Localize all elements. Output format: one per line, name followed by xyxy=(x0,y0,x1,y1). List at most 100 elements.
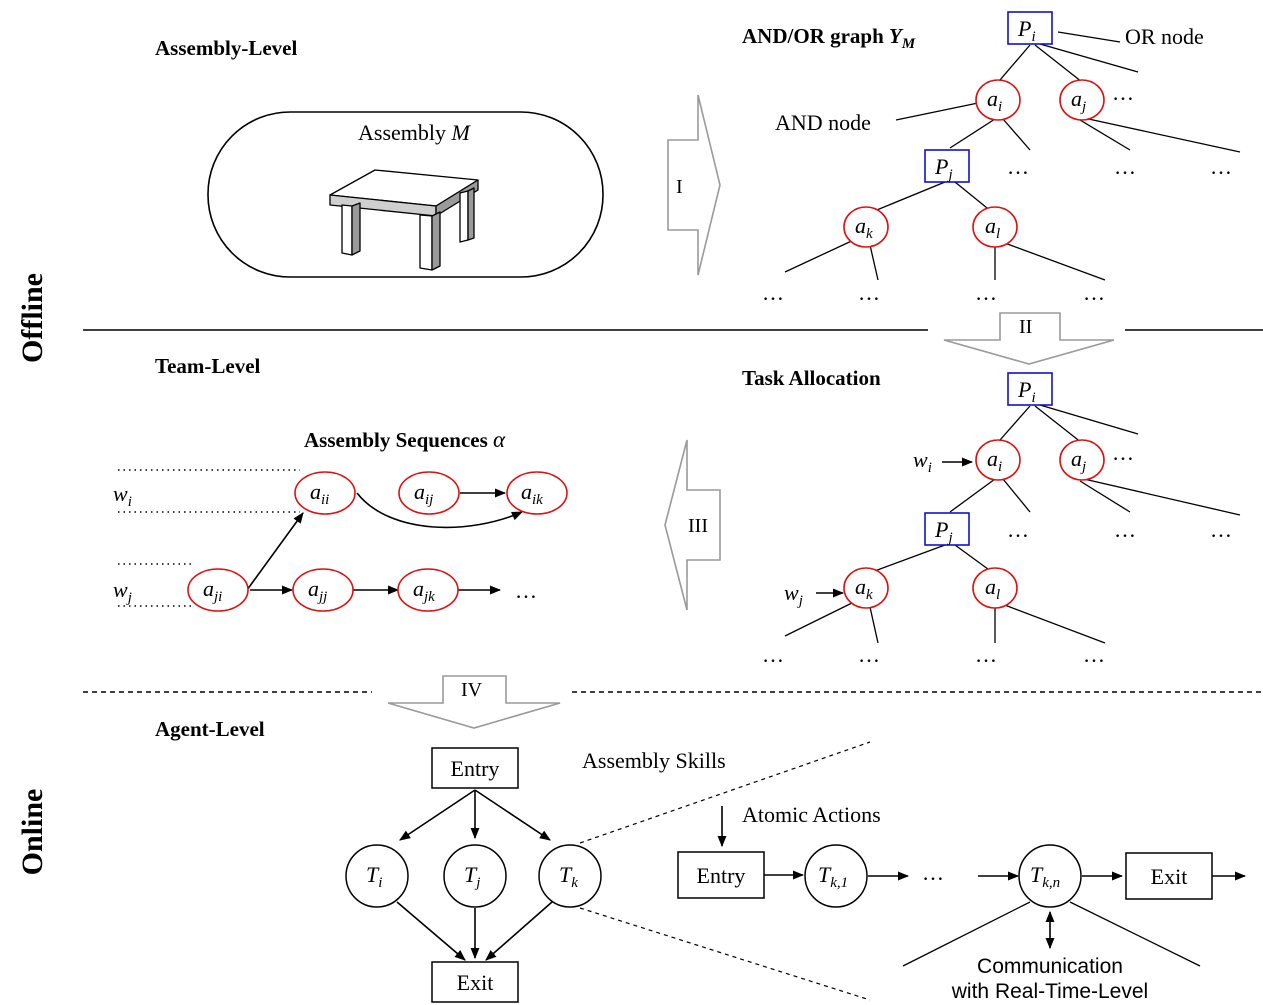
sequence-node-aii-label: aii xyxy=(310,479,329,508)
sequence-node-aik-label: aik xyxy=(521,479,543,508)
step-arrow-iii xyxy=(664,439,721,611)
andor-title: AND/OR graph YM xyxy=(742,24,916,52)
or-node-pi xyxy=(1007,11,1053,45)
ellipsis: … xyxy=(975,642,997,667)
chain-entry-box xyxy=(677,851,765,899)
task-allocation-title: Task Allocation xyxy=(742,366,881,390)
allocation-graph-edges xyxy=(784,404,1241,644)
chain-entry-label: Entry xyxy=(697,863,746,888)
ellipsis: … xyxy=(1112,80,1134,105)
ellipsis: … xyxy=(1210,517,1232,542)
chain-ellipsis: … xyxy=(922,860,944,885)
sequence-dotted-lines xyxy=(118,469,300,607)
sequence-node-ajk xyxy=(397,568,459,612)
and-node-ak xyxy=(843,206,889,248)
chain-node-tkn xyxy=(1018,844,1082,908)
step-arrow-i xyxy=(667,94,721,276)
step-iv-label: IV xyxy=(461,679,483,701)
online-label: Online xyxy=(16,789,49,876)
ellipsis: … xyxy=(858,642,880,667)
chain-node-tk1 xyxy=(804,844,868,908)
task-node-tj-label: Tj xyxy=(464,862,480,891)
and-node-ak xyxy=(843,567,889,609)
or-node-pj-label: Pj xyxy=(934,154,953,183)
comm-fan-right xyxy=(1069,901,1201,967)
sequence-edge-aii-aik xyxy=(356,492,524,529)
sequence-node-ajk-label: ajk xyxy=(413,576,435,605)
and-node-ai xyxy=(975,439,1021,481)
and-node-aj-label: aj xyxy=(1071,86,1086,115)
or-node-annotation: OR node xyxy=(1125,24,1204,49)
agent-edge-entry-tk xyxy=(474,789,551,841)
and-node-ai-label: ai xyxy=(987,86,1002,115)
and-node-ai xyxy=(975,79,1021,121)
ellipsis: … xyxy=(1083,280,1105,305)
or-node-pj xyxy=(924,149,970,183)
agent-edge-tk-exit xyxy=(485,901,553,961)
assembly-label: Assembly M xyxy=(358,120,472,145)
and-node-ai-label: ai xyxy=(987,446,1002,475)
team-level-heading: Team-Level xyxy=(155,354,261,378)
ellipsis: … xyxy=(975,280,997,305)
and-node-aj xyxy=(1059,79,1105,121)
sequence-node-aij xyxy=(398,471,460,515)
ellipsis: … xyxy=(1112,440,1134,465)
ellipsis: … xyxy=(1210,154,1232,179)
table-icon xyxy=(329,169,479,271)
agent-entry-box xyxy=(431,747,519,789)
step-iii-label: III xyxy=(688,515,708,537)
comm-fan-left xyxy=(902,901,1031,967)
task-node-ti-label: Ti xyxy=(366,862,382,891)
communication-label-line1: Communication xyxy=(977,955,1123,978)
agent-exit-label: Exit xyxy=(457,970,494,995)
offline-label: Offline xyxy=(16,273,49,363)
ellipsis: … xyxy=(1007,517,1029,542)
sequence-ellipsis: … xyxy=(515,578,537,603)
agent-edge-ti-exit xyxy=(396,901,466,961)
and-node-aj xyxy=(1059,439,1105,481)
sequence-edge-aji-aii xyxy=(246,512,304,591)
sequence-node-aij-label: aij xyxy=(414,479,433,508)
sequence-node-ajj xyxy=(292,568,354,612)
ellipsis: … xyxy=(1083,642,1105,667)
chain-node-tkn-label: Tk,n xyxy=(1030,862,1060,891)
assembly-skills-label: Assembly Skills xyxy=(582,748,726,773)
step-arrow-ii xyxy=(943,312,1115,365)
sequence-node-aji xyxy=(187,568,249,612)
or-node-pi xyxy=(1007,372,1053,406)
and-node-al-label: al xyxy=(985,574,1000,603)
and-node-al xyxy=(972,567,1018,609)
chain-exit-box xyxy=(1125,852,1213,900)
worker-wi-label: wi xyxy=(913,447,932,476)
agent-exit-box xyxy=(431,961,519,1003)
sequence-node-aik xyxy=(506,471,568,515)
task-node-tk-label: Tk xyxy=(559,862,578,891)
or-node-pi-label: Pi xyxy=(1017,377,1036,406)
and-node-ak-label: ak xyxy=(855,574,873,603)
or-node-pj-label: Pj xyxy=(934,517,953,546)
assembly-level-heading: Assembly-Level xyxy=(155,36,297,60)
communication-label-line2: with Real-Time-Level xyxy=(951,980,1148,1003)
chain-exit-label: Exit xyxy=(1151,864,1188,889)
sequence-node-ajj-label: ajj xyxy=(308,576,327,605)
agent-edge-entry-ti xyxy=(399,789,476,841)
ellipsis: … xyxy=(762,642,784,667)
and-node-al-label: al xyxy=(985,213,1000,242)
agent-level-heading: Agent-Level xyxy=(155,717,265,741)
task-node-ti xyxy=(345,844,409,908)
atomic-actions-label: Atomic Actions xyxy=(742,802,881,827)
andor-graph-edges xyxy=(784,31,1241,281)
or-node-pi-label: Pi xyxy=(1017,16,1036,45)
and-node-aj-label: aj xyxy=(1071,446,1086,475)
and-node-annotation: AND node xyxy=(775,110,871,135)
row-label-wi: wi xyxy=(113,481,132,510)
ellipsis: … xyxy=(762,280,784,305)
ellipsis: … xyxy=(1114,154,1136,179)
sequence-node-aii xyxy=(294,471,356,515)
zoom-line-top xyxy=(579,741,871,844)
step-i-label: I xyxy=(676,176,683,198)
ellipsis: … xyxy=(1007,154,1029,179)
chain-node-tk1-label: Tk,1 xyxy=(818,862,848,891)
and-node-ak-label: ak xyxy=(855,213,873,242)
task-node-tk xyxy=(538,844,602,908)
